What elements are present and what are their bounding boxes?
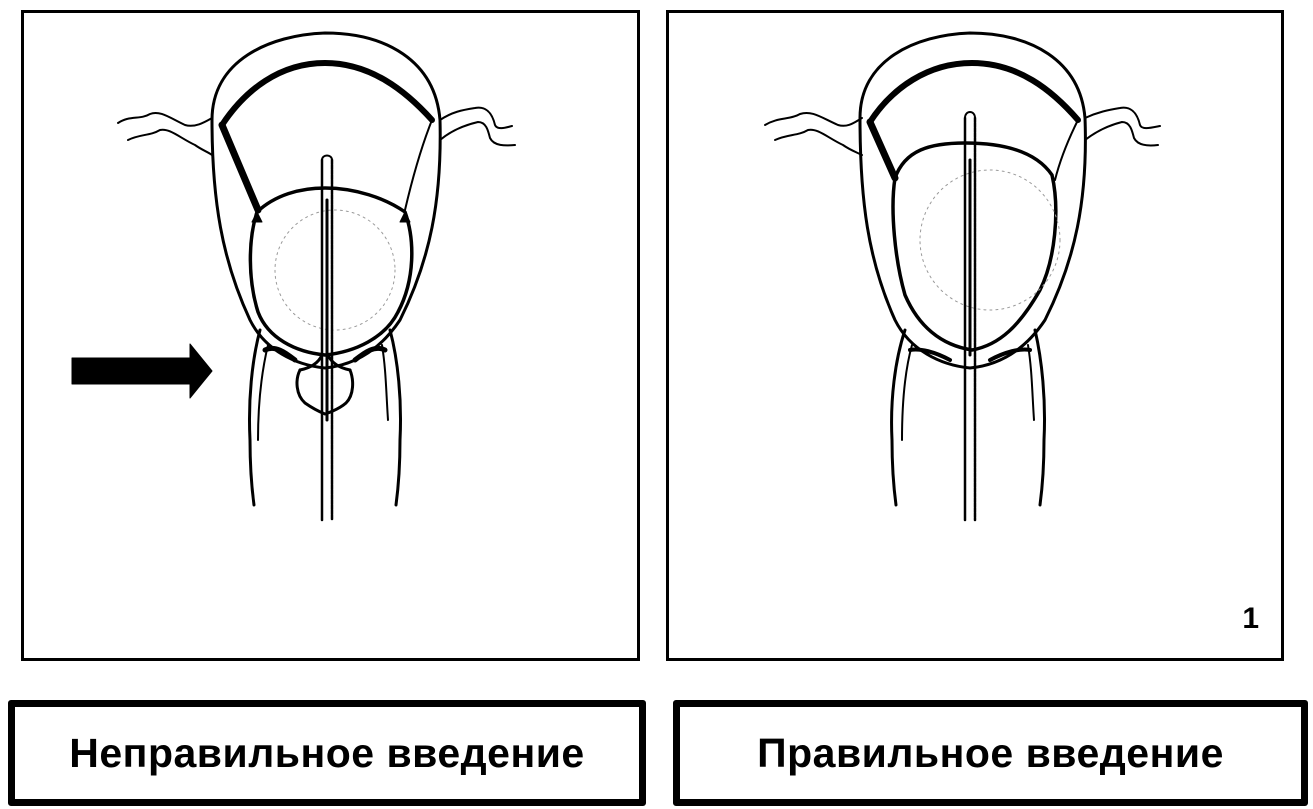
caption-correct-insertion: Правильное введение [757, 729, 1224, 776]
panel-number: 1 [1242, 602, 1259, 635]
uterus-illustration-incorrect [71, 31, 516, 522]
panel-correct-insertion: 1 [666, 10, 1284, 661]
caption-box-incorrect: Неправильное введение [8, 700, 646, 806]
panel-incorrect-insertion [21, 10, 640, 661]
caption-box-correct: Правильное введение [673, 700, 1308, 806]
uterus-illustration-correct [764, 31, 1161, 522]
caption-incorrect-insertion: Неправильное введение [69, 729, 585, 776]
indicator-arrow-icon [72, 345, 214, 401]
